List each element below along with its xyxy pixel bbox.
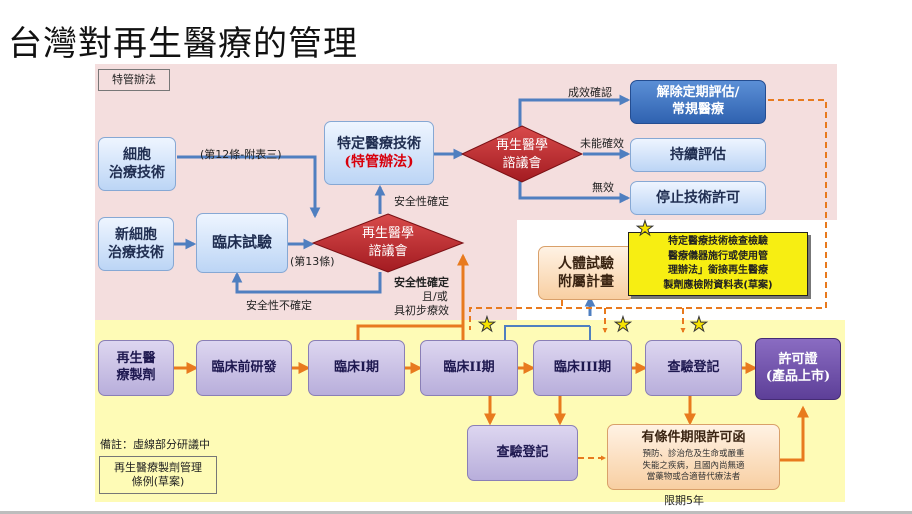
conditional-desc: 預防、診治危及生命或嚴重 失能之疾病，且國內尚無適 當藥物或合適替代療法者	[642, 448, 745, 483]
conditional-license-box: 有條件期限許可函 預防、診治危及生命或嚴重 失能之疾病，且國內尚無適 當藥物或合…	[607, 424, 780, 490]
specific-tech-law: (特管辦法)	[344, 154, 414, 170]
license-box: 許可證 (產品上市)	[755, 338, 841, 400]
registration-1-box: 查驗登記	[645, 340, 742, 396]
phase1-box: 臨床I期	[308, 340, 405, 396]
lift-review-box: 解除定期評估/ 常規醫療	[630, 80, 766, 124]
special-law-tag: 特管辦法	[98, 69, 170, 91]
continue-eval-box: 持續評估	[630, 138, 766, 172]
safety-unconfirmed-label: 安全性不確定	[246, 299, 312, 312]
phase2-box: 臨床II期	[420, 340, 518, 396]
line-lift-to-phase2	[469, 99, 827, 330]
regulation-tag: 再生醫療製劑管理 條例(草案)	[99, 456, 217, 494]
remark-text: 備註：虛線部分研議中	[100, 438, 210, 451]
star-icon: ★	[614, 312, 633, 336]
and-or-label: 且/或	[422, 290, 448, 303]
arrow-cell-to-council	[177, 155, 321, 219]
new-cell-therapy-box: 新細胞 治療技術	[98, 217, 174, 271]
star-icon: ★	[478, 312, 497, 336]
clinical-trial-label: 臨床試驗	[211, 233, 272, 252]
preclinical-box: 臨床前研發	[196, 340, 292, 396]
phase3-box: 臨床III期	[533, 340, 632, 396]
council-2-label: 再生醫學 諮議會	[495, 138, 548, 171]
bottom-divider	[0, 511, 912, 514]
stop-tech-box: 停止技術許可	[630, 181, 766, 215]
council-1-label: 再生醫學 諮議會	[361, 226, 414, 259]
arrow-unconfirmed-back	[231, 271, 382, 294]
star-icon: ★	[636, 216, 655, 240]
cell-therapy-box: 細胞 治療技術	[98, 137, 176, 191]
registration-2-box: 查驗登記	[467, 425, 578, 481]
article12-label: (第12條-附表三)	[200, 148, 282, 161]
line-phase1-to-council	[356, 324, 463, 346]
note-box: 特定醫療技術檢查檢驗 醫療儀器施行或使用管 理辦法」銜接再生醫療 製劑應檢附資料…	[628, 232, 808, 296]
regen-product-box: 再生醫 療製劑	[98, 340, 174, 396]
safety-confirmed-label-2: 安全性確定	[394, 276, 449, 289]
line-phase2-to-human	[504, 325, 590, 340]
page-title: 台灣對再生醫療的管理	[8, 24, 358, 64]
preliminary-efficacy-label: 具初步療效	[394, 304, 449, 317]
human-trial-box: 人體試驗 附屬計畫	[538, 246, 634, 300]
ineffective-label: 無效	[592, 181, 614, 194]
efficacy-confirmed-label: 成效確認	[568, 86, 612, 99]
safety-confirmed-label-1: 安全性確定	[394, 195, 449, 208]
specific-tech-title: 特定醫療技術	[337, 135, 421, 152]
star-icon: ★	[690, 312, 709, 336]
clinical-trial-box: 臨床試驗	[196, 213, 288, 273]
efficacy-unconfirmed-label: 未能確效	[580, 137, 624, 150]
council-diamond-2	[460, 125, 584, 183]
conditional-title: 有條件期限許可函	[641, 429, 746, 445]
specific-tech-box: 特定醫療技術 (特管辦法)	[324, 121, 434, 185]
limit-label: 限期5年	[664, 494, 704, 507]
article13-label: (第13條)	[290, 255, 335, 268]
council-diamond-1	[311, 213, 465, 273]
